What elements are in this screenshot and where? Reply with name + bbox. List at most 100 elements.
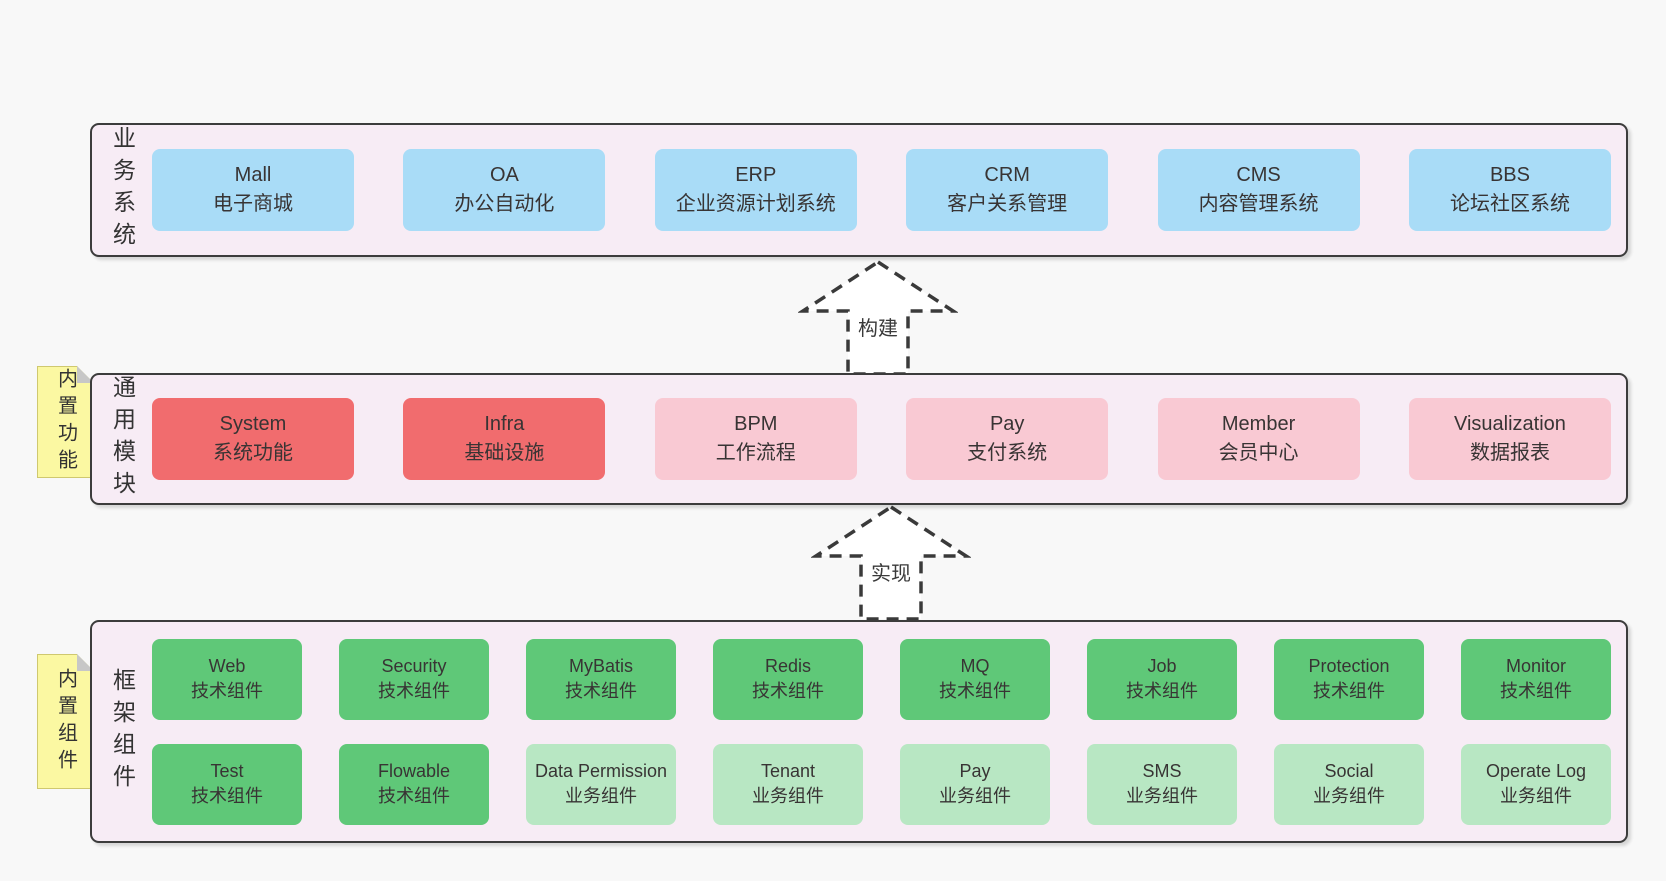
modules-boxes-row: System 系统功能 Infra 基础设施 BPM 工作流程 Pay 支付系统… [152,375,1626,503]
box-title: BPM [734,413,778,435]
box-title: System [219,413,287,435]
box-title: OA [489,164,519,186]
sticky-note-label: 内置功能 [54,368,77,476]
box-test: Test 技术组件 [152,743,302,825]
box-erp: ERP 企业资源计划系统 [654,149,857,231]
box-title: CMS [1236,164,1281,186]
box-tenant: Tenant 业务组件 [713,743,863,825]
box-title: MyBatis [568,655,633,676]
box-subtitle: 技术组件 [378,786,450,806]
box-system: System 系统功能 [152,398,354,480]
box-subtitle: 支付系统 [967,442,1048,464]
box-subtitle: 技术组件 [378,681,450,701]
box-title: CRM [984,164,1030,186]
framework-row-2: Test 技术组件 Flowable 技术组件 Data Permission … [152,743,1611,825]
box-subtitle: 技术组件 [191,681,263,701]
box-title: Pay [959,760,991,781]
box-mybatis: MyBatis 技术组件 [526,638,676,720]
box-title: MQ [960,655,990,676]
box-subtitle: 业务组件 [565,786,637,806]
section-label-text: 业务系统 [109,126,136,254]
box-title: SMS [1142,760,1182,781]
box-pay-system: Pay 支付系统 [906,398,1109,480]
sticky-note-builtin-features: 内置功能 [37,366,94,478]
box-job: Job 技术组件 [1087,638,1237,720]
box-operate-log: Operate Log 业务组件 [1461,743,1611,825]
box-security: Security 技术组件 [339,638,489,720]
box-pay-component: Pay 业务组件 [900,743,1050,825]
framework-row-1: Web 技术组件 Security 技术组件 MyBatis 技术组件 Redi… [152,638,1611,720]
box-subtitle: 技术组件 [939,681,1011,701]
box-title: Pay [989,413,1025,435]
box-title: Operate Log [1485,760,1587,781]
box-mq: MQ 技术组件 [900,638,1050,720]
box-data-permission: Data Permission 业务组件 [526,743,676,825]
box-bbs: BBS 论坛社区系统 [1408,149,1611,231]
sticky-note-builtin-components: 内置组件 [37,654,94,789]
arrow-build-label: 构建 [854,312,902,341]
box-crm: CRM 客户关系管理 [906,149,1109,231]
box-infra: Infra 基础设施 [403,398,606,480]
box-social: Social 业务组件 [1274,743,1424,825]
box-title: Tenant [760,760,816,781]
section-business-systems: 业务系统 Mall 电子商城 OA 办公自动化 ERP 企业资源计划系统 CRM… [90,123,1628,257]
box-subtitle: 技术组件 [1126,681,1198,701]
box-subtitle: 业务组件 [1126,786,1198,806]
box-web: Web 技术组件 [152,638,302,720]
section-label-text: 框架组件 [109,667,136,796]
box-subtitle: 企业资源计划系统 [675,193,836,215]
box-title: Job [1147,655,1177,676]
box-subtitle: 技术组件 [1500,681,1572,701]
box-title: ERP [735,164,777,186]
box-title: Data Permission [534,760,668,781]
box-subtitle: 技术组件 [1313,681,1385,701]
box-title: Web [208,655,246,676]
business-boxes-row: Mall 电子商城 OA 办公自动化 ERP 企业资源计划系统 CRM 客户关系… [152,125,1626,255]
arrow-implement-label: 实现 [867,557,915,586]
box-subtitle: 系统功能 [213,442,293,464]
box-title: Member [1221,413,1296,435]
box-title: Flowable [377,760,451,781]
section-label-text: 通用模块 [109,375,136,503]
box-mall: Mall 电子商城 [152,149,354,231]
box-subtitle: 电子商城 [213,193,293,215]
box-flowable: Flowable 技术组件 [339,743,489,825]
section-framework-components: 框架组件 Web 技术组件 Security 技术组件 MyBatis 技术组件… [90,620,1628,843]
box-redis: Redis 技术组件 [713,638,863,720]
box-subtitle: 业务组件 [939,786,1011,806]
section-label-business-systems: 业务系统 [92,125,152,255]
box-title: Infra [484,413,525,435]
box-subtitle: 业务组件 [752,786,824,806]
box-title: Social [1324,760,1374,781]
box-subtitle: 办公自动化 [454,193,555,215]
box-subtitle: 数据报表 [1469,442,1550,464]
box-subtitle: 基础设施 [464,442,545,464]
box-protection: Protection 技术组件 [1274,638,1424,720]
box-cms: CMS 内容管理系统 [1157,149,1360,231]
box-bpm: BPM 工作流程 [654,398,857,480]
section-label-framework-components: 框架组件 [92,622,152,841]
box-sms: SMS 业务组件 [1087,743,1237,825]
section-common-modules: 通用模块 System 系统功能 Infra 基础设施 BPM 工作流程 Pay… [90,373,1628,505]
sticky-note-label: 内置组件 [54,667,77,776]
box-title: Mall [234,164,272,186]
box-subtitle: 内容管理系统 [1198,193,1319,215]
framework-rows: Web 技术组件 Security 技术组件 MyBatis 技术组件 Redi… [152,622,1626,841]
box-title: Visualization [1453,413,1566,435]
box-subtitle: 业务组件 [1313,786,1385,806]
box-subtitle: 客户关系管理 [947,193,1068,215]
box-visualization: Visualization 数据报表 [1408,398,1611,480]
box-title: BBS [1489,164,1530,186]
box-subtitle: 工作流程 [715,442,796,464]
box-title: Redis [764,655,812,676]
section-label-common-modules: 通用模块 [92,375,152,503]
box-subtitle: 技术组件 [752,681,824,701]
box-subtitle: 业务组件 [1500,786,1572,806]
arrow-build: 构建 [798,258,958,377]
box-title: Test [210,760,244,781]
box-title: Protection [1308,655,1390,676]
box-subtitle: 论坛社区系统 [1449,193,1570,215]
box-monitor: Monitor 技术组件 [1461,638,1611,720]
arrow-implement: 实现 [811,503,971,622]
box-oa: OA 办公自动化 [403,149,606,231]
